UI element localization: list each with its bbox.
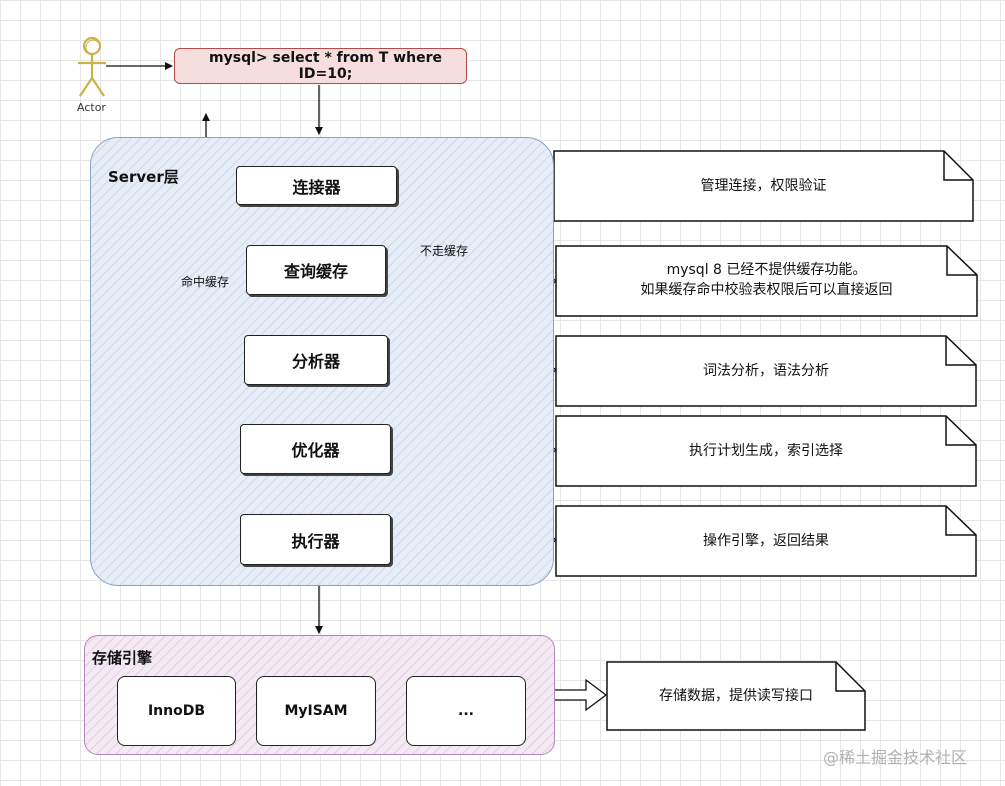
note-query-cache-line1: mysql 8 已经不提供缓存功能。: [666, 262, 867, 278]
engine-innodb: InnoDB: [117, 676, 236, 746]
actor-label: Actor: [77, 101, 106, 114]
note-fold-optimizer: [945, 416, 976, 446]
actor-icon: [78, 36, 106, 97]
note-connector: 管理连接，权限验证: [700, 178, 827, 194]
note-analyzer: 词法分析，语法分析: [703, 363, 829, 379]
note-fold-analyzer: [945, 336, 976, 366]
note-shape-analyzer: [555, 335, 977, 407]
engine-myisam: MyISAM: [256, 676, 376, 746]
note-storage: 存储数据，提供读写接口: [659, 688, 813, 704]
note-shape-connector: [553, 150, 974, 222]
note-query-cache-line2: 如果缓存命中校验表权限后可以直接返回: [640, 282, 893, 298]
note-fold-executor: [945, 506, 976, 536]
cache-hit-label: 命中缓存: [181, 275, 230, 289]
note-optimizer: 执行计划生成，索引选择: [689, 443, 843, 459]
note-shape-executor: [555, 505, 977, 577]
note-query-cache: mysql 8 已经不提供缓存功能。 如果缓存命中校验表权限后可以直接返回: [556, 260, 977, 300]
engine-more: ...: [406, 676, 526, 746]
connector-box: 连接器: [236, 166, 397, 205]
note-shape-query-cache: [555, 245, 978, 317]
query-cache-box: 查询缓存: [246, 245, 386, 295]
note-fold-connector: [943, 151, 973, 181]
note-shape-optimizer: [555, 415, 977, 487]
note-fold-storage: [835, 662, 865, 692]
optimizer-box: 优化器: [240, 424, 391, 474]
note-shapes: [553, 150, 978, 731]
sql-query-box: mysql> select * from T where ID=10;: [174, 48, 467, 84]
watermark: @稀土掘金技术社区: [823, 748, 968, 767]
note-shape-storage: [606, 661, 866, 731]
note-executor: 操作引擎，返回结果: [703, 533, 829, 549]
server-layer-title: Server层: [108, 168, 179, 186]
note-fold-query-cache: [946, 246, 977, 276]
no-cache-label: 不走缓存: [420, 244, 469, 258]
executor-box: 执行器: [240, 514, 391, 565]
storage-engine-title: 存储引擎: [92, 649, 153, 667]
analyzer-box: 分析器: [244, 335, 388, 385]
